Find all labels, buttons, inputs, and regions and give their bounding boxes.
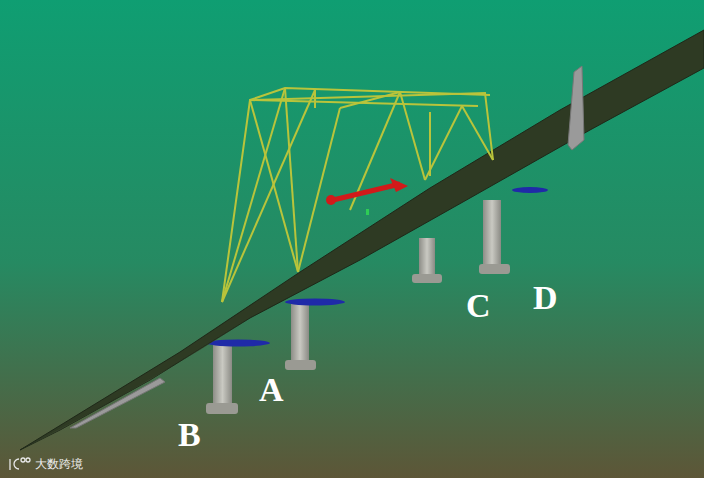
bridge-deck [20,30,704,450]
watermark: 大数跨境 [35,458,83,470]
pier-label: D [533,281,558,315]
loaded-member [326,178,408,215]
pier-label: C [466,289,491,323]
watermark-logo [10,458,30,470]
end-fittings [70,66,584,428]
pier-label: B [178,418,201,452]
truss [222,88,493,302]
pier-label: A [259,373,284,407]
bearings [206,187,548,347]
